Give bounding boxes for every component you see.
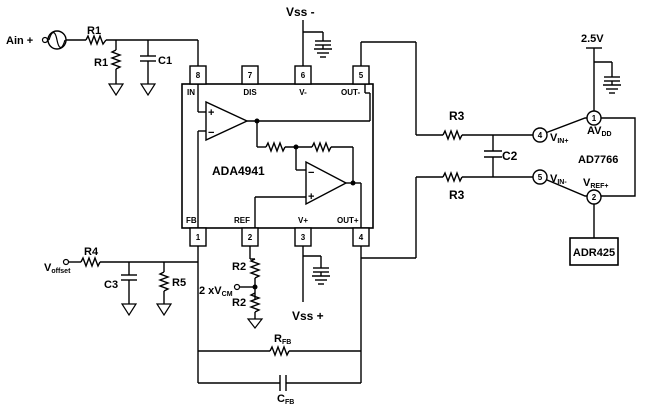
- r3-bottom-resistor: [442, 171, 463, 183]
- svg-text:8: 8: [196, 71, 201, 80]
- ain-label: Ain +: [6, 35, 33, 47]
- vcm-label: 2 xVCM: [199, 285, 233, 298]
- svg-text:V+: V+: [298, 216, 308, 225]
- pin-8: 8 IN: [187, 65, 207, 97]
- c2-label: C2: [502, 149, 518, 163]
- adr425-label: ADR425: [573, 247, 615, 259]
- svg-text:DIS: DIS: [243, 88, 257, 97]
- vin-plus-label: VIN+: [550, 132, 568, 145]
- ad7766-body: [539, 117, 636, 197]
- r3-top-label: R3: [449, 109, 465, 123]
- svg-text:FB: FB: [186, 216, 197, 225]
- svg-text:2: 2: [248, 233, 253, 242]
- r3-bottom-label: R3: [449, 188, 465, 202]
- r2-top-resistor: [249, 258, 261, 279]
- vss-minus-label: Vss -: [286, 5, 315, 19]
- internal-feedback-resistor: [311, 141, 332, 153]
- cfb-label: CFB: [277, 393, 294, 406]
- ground-symbol: [155, 303, 173, 317]
- r1-shunt-label: R1: [94, 57, 108, 69]
- ain-terminal: [41, 36, 49, 44]
- rfb-resistor: [269, 345, 290, 357]
- svg-text:IN: IN: [187, 88, 195, 97]
- r1-series-label: R1: [87, 25, 101, 37]
- ac-source-symbol: [47, 30, 67, 50]
- r2-bottom-label: R2: [232, 297, 246, 309]
- rfb-label: RFB: [274, 333, 291, 346]
- voffset-terminal: [62, 258, 70, 266]
- ground-symbol: [312, 275, 330, 285]
- r4-resistor: [80, 256, 101, 268]
- r2-top-label: R2: [232, 261, 246, 273]
- adc-pin-1: 1: [586, 110, 602, 126]
- ground-symbol: [107, 83, 125, 97]
- inverter-plus-sign: +: [308, 191, 314, 203]
- r1-shunt-resistor: [110, 49, 122, 70]
- ground-symbol: [603, 84, 621, 94]
- vss-plus-label: Vss +: [292, 309, 324, 323]
- r5-resistor: [158, 271, 170, 292]
- internal-input-resistor: [265, 141, 286, 153]
- buffer-plus-sign: +: [208, 107, 214, 119]
- vref-label: VREF+: [583, 177, 608, 190]
- ad7766-label: AD7766: [578, 154, 618, 166]
- pin-6: 6 V-: [294, 65, 312, 97]
- inverting-amplifier: [305, 160, 348, 206]
- adc-pin-4: 4: [532, 127, 548, 143]
- ground-symbol: [139, 83, 157, 97]
- r3-top-resistor: [442, 129, 463, 141]
- pin-7: 7 DIS: [241, 65, 259, 97]
- ada4941-label: ADA4941: [212, 164, 265, 178]
- avdd-label: AVDD: [587, 125, 612, 138]
- adc-pin-5: 5: [532, 169, 548, 185]
- vcm-terminal: [233, 283, 241, 291]
- vin-minus-label: VIN-: [550, 173, 567, 186]
- c3-label: C3: [104, 279, 118, 291]
- ground-symbol: [120, 303, 138, 317]
- r5-label: R5: [172, 277, 186, 289]
- svg-text:V-: V-: [299, 88, 307, 97]
- ground-symbol: [314, 48, 332, 58]
- adr425-box: [569, 237, 619, 266]
- svg-text:2: 2: [592, 193, 597, 202]
- ada4941-body: [181, 83, 374, 229]
- svg-text:3: 3: [301, 233, 306, 242]
- svg-text:REF: REF: [234, 216, 250, 225]
- inverter-minus-sign: −: [308, 167, 314, 179]
- adc-pin-2: 2: [586, 189, 602, 205]
- svg-text:1: 1: [196, 233, 201, 242]
- r2-bottom-resistor: [249, 292, 261, 313]
- svg-text:6: 6: [301, 71, 306, 80]
- ground-symbol: [246, 318, 264, 329]
- buffer-minus-sign: −: [208, 127, 214, 139]
- r1-series-resistor: [85, 34, 107, 46]
- input-buffer-amplifier: [205, 100, 249, 142]
- svg-text:OUT+: OUT+: [337, 216, 359, 225]
- r4-label: R4: [84, 246, 99, 258]
- svg-text:5: 5: [538, 173, 543, 182]
- svg-text:4: 4: [359, 233, 364, 242]
- c1-label: C1: [158, 55, 172, 67]
- svg-text:OUT-: OUT-: [341, 88, 360, 97]
- svg-text:1: 1: [592, 114, 597, 123]
- v25-label: 2.5V: [581, 33, 604, 45]
- voffset-label: Voffset: [44, 262, 71, 275]
- svg-text:7: 7: [248, 71, 253, 80]
- svg-text:4: 4: [538, 131, 543, 140]
- svg-text:5: 5: [359, 71, 364, 80]
